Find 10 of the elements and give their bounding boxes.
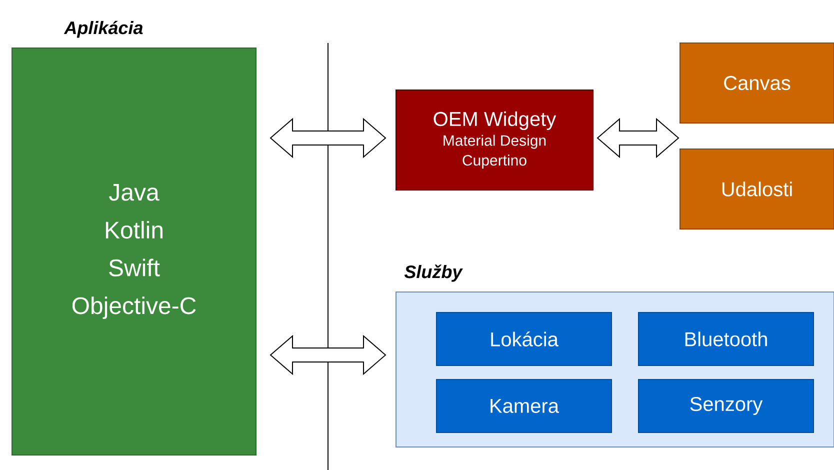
service-box: Senzory: [638, 379, 814, 433]
component-box: Udalosti: [680, 148, 834, 230]
service-box: Bluetooth: [638, 312, 814, 366]
service-box: Lokácia: [436, 312, 612, 366]
widget-box: OEM Widgety Material Design Cupertino: [396, 90, 594, 190]
app-box: Java Kotlin Swift Objective-C: [12, 48, 256, 456]
heading: Služby: [404, 264, 463, 282]
component-box: Canvas: [680, 42, 834, 124]
service-box: Kamera: [436, 379, 612, 433]
heading: Aplikácia: [64, 20, 143, 38]
